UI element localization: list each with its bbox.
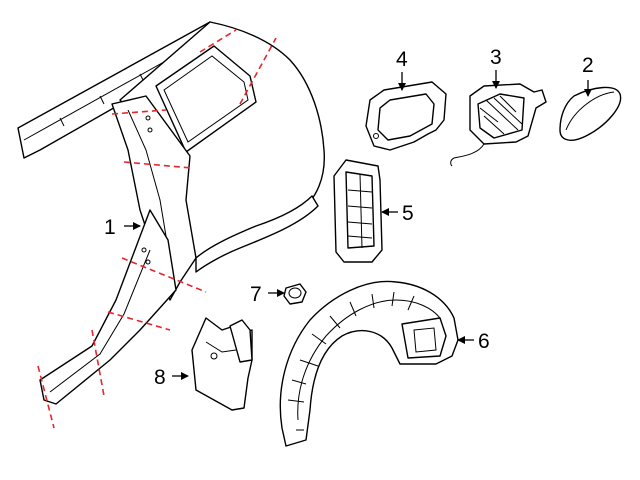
cut-line <box>121 257 207 293</box>
callout-8: 8 <box>154 366 166 389</box>
quarter-window <box>155 45 257 153</box>
fuel-door <box>559 86 622 141</box>
callout-6: 6 <box>478 330 490 353</box>
callout-1: 1 <box>104 216 116 239</box>
vent-panel <box>333 159 383 263</box>
callout-leaders <box>124 70 592 380</box>
callout-7: 7 <box>250 283 262 306</box>
cut-line <box>239 37 277 105</box>
mud-flap <box>191 317 253 411</box>
fuel-door-housing <box>365 81 447 151</box>
cut-line <box>123 161 193 169</box>
quarter-panel <box>17 21 325 429</box>
callout-4: 4 <box>396 48 408 71</box>
cut-line <box>91 329 105 397</box>
callout-labels: 1 2 3 4 5 6 7 8 <box>104 46 594 389</box>
fuel-filler-housing <box>450 83 547 167</box>
wheel-arch <box>195 195 319 273</box>
rocker <box>39 209 177 405</box>
callout-3: 3 <box>490 46 502 69</box>
wheelhouse-liner <box>279 280 459 447</box>
c-pillar <box>111 95 197 301</box>
cut-line <box>37 365 55 429</box>
cut-line <box>199 29 237 53</box>
callout-2: 2 <box>582 54 594 77</box>
callout-5: 5 <box>402 202 414 225</box>
cut-line <box>107 311 171 331</box>
push-clip <box>283 283 307 305</box>
cut-line <box>111 109 167 115</box>
